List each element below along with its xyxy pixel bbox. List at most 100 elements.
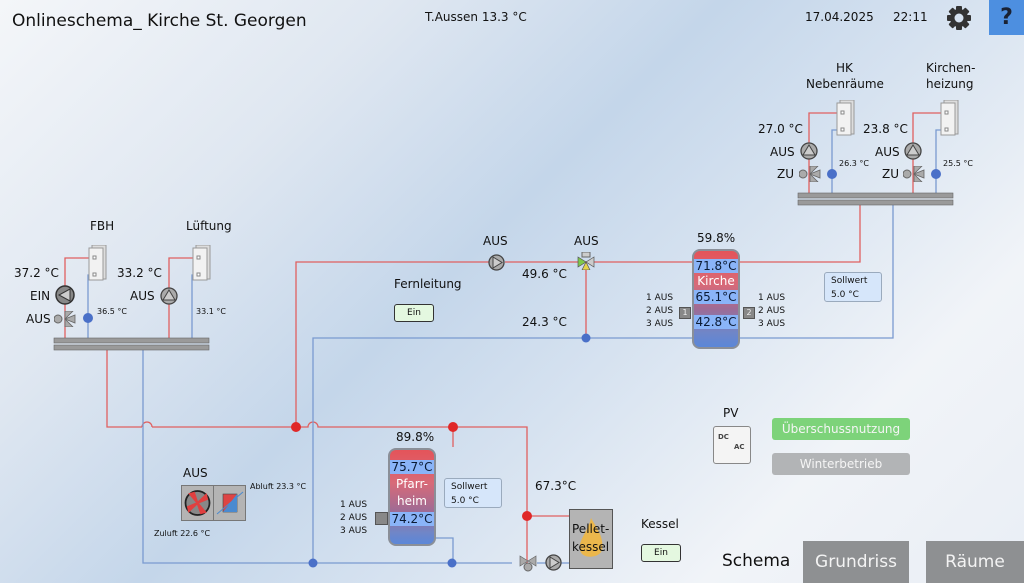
hk-nebenraeume-label-1: HK: [836, 61, 853, 75]
radiator-icon: [940, 99, 960, 140]
tank-kirche-percent: 59.8%: [697, 231, 736, 245]
nav-schema[interactable]: Schema: [722, 551, 791, 571]
boiler-label: Kessel: [641, 517, 679, 531]
setpoint-label: Sollwert: [831, 276, 868, 286]
heater-state: 2 AUS: [646, 306, 674, 316]
tank-kirche-setpoint[interactable]: Sollwert 5.0 °C: [824, 272, 882, 302]
pellet-boiler[interactable]: Pellet- kessel: [569, 509, 613, 569]
tank-pfarrheim-setpoint[interactable]: Sollwert 5.0 °C: [444, 478, 502, 508]
heater-state: 3 AUS: [758, 319, 786, 329]
heater-state: 3 AUS: [646, 319, 674, 329]
settings-button[interactable]: [944, 3, 974, 33]
winter-mode-button[interactable]: Winterbetrieb: [772, 453, 910, 475]
setpoint-value: 5.0 °C: [831, 290, 859, 300]
mixing-valve-icon[interactable]: [798, 165, 821, 186]
fernleitung-flow-temp: 49.6 °C: [522, 267, 567, 281]
fbh-label: FBH: [90, 219, 115, 233]
tank-pfarrheim-top-temp: 75.7°C: [390, 460, 434, 474]
pump-icon[interactable]: [55, 285, 75, 309]
tank-kirche-right-states: 1 AUS 2 AUS 3 AUS: [758, 292, 785, 331]
boiler-name-2: kessel: [572, 540, 610, 554]
inverter-dc-label: DC: [718, 433, 729, 441]
junction-dot: [291, 422, 301, 432]
pump-icon[interactable]: [904, 142, 922, 164]
pipe-supply-left: [106, 348, 142, 428]
heater-element-1: 1: [679, 307, 691, 319]
nav-grundriss-button[interactable]: Grundriss: [803, 541, 909, 583]
nav-raeume-button[interactable]: Räume: [926, 541, 1024, 583]
pump-icon[interactable]: [545, 554, 562, 575]
kirchenheizung-label-1: Kirchen-: [926, 61, 976, 75]
heat-exchanger-icon: [216, 491, 244, 515]
fernleitung-ein-button[interactable]: Ein: [394, 304, 434, 322]
kirchenheizung-label-2: heizung: [926, 77, 974, 91]
heater-state: 1 AUS: [646, 293, 674, 303]
setpoint-value: 5.0 °C: [451, 496, 479, 506]
three-way-valve-icon[interactable]: [519, 554, 537, 576]
pv-label: PV: [723, 406, 739, 420]
tank-kirche-mid-temp: 65.1°C: [694, 290, 738, 304]
heater-state: 3 AUS: [340, 526, 368, 536]
ventilation-supply: Zuluft 22.6 °C: [154, 529, 211, 538]
hk-nebenraeume-flow-temp: 27.0 °C: [758, 122, 803, 136]
ventilation-unit[interactable]: [181, 485, 247, 525]
fernleitung-valve-state: AUS: [574, 234, 599, 248]
kirchenheizung-valve-state: ZU: [882, 167, 900, 181]
radiator-icon: [192, 244, 212, 285]
fernleitung-pump-state: AUS: [483, 234, 508, 248]
buffer-tank-kirche: 71.8°C Kirche 65.1°C 42.8°C: [692, 249, 740, 349]
heater-state: 2 AUS: [340, 513, 368, 523]
three-way-valve-icon[interactable]: [577, 251, 595, 274]
lueftung-flow-temp: 33.2 °C: [117, 266, 162, 280]
time: 22:11: [893, 10, 928, 24]
ventilation-exhaust: Abluft 23.3 °C: [250, 482, 307, 491]
buffer-tank-pfarrheim: 75.7°C Pfarr- heim 74.2°C: [388, 448, 436, 546]
junction-dot: [308, 558, 318, 568]
fernleitung-return-temp: 24.3 °C: [522, 315, 567, 329]
manifold-left-return: [53, 344, 210, 351]
boiler-flow-temp: 67.3°C: [535, 479, 577, 493]
mixing-valve-icon[interactable]: [902, 165, 925, 186]
mixing-valve-icon[interactable]: [53, 310, 76, 331]
flame-icon: [579, 518, 603, 557]
tank-kirche-left-states: 1 AUS 2 AUS 3 AUS: [646, 292, 673, 331]
tank-pfarrheim-name-1: Pfarr-: [395, 477, 429, 491]
heater-element: [375, 512, 388, 525]
return-sensor-dot: [83, 313, 93, 323]
radiator-icon: [88, 244, 108, 285]
heater-state: 2 AUS: [758, 306, 786, 316]
tank-pfarrheim-bottom-temp: 74.2°C: [390, 512, 434, 526]
boiler-name-1: Pellet-: [572, 522, 610, 536]
hk-nebenraeume-return-temp: 26.3 °C: [839, 159, 869, 168]
heater-element-2: 2: [743, 307, 755, 319]
return-sensor-dot: [827, 169, 837, 179]
manifold-left-supply: [53, 337, 210, 344]
page-title: Onlineschema_ Kirche St. Georgen: [12, 11, 307, 31]
inverter-ac-label: AC: [734, 443, 745, 451]
pump-icon[interactable]: [800, 142, 818, 164]
fbh-valve-state: AUS: [26, 312, 51, 326]
setpoint-label: Sollwert: [451, 482, 488, 492]
pump-icon[interactable]: [488, 254, 505, 275]
manifold-right-return: [797, 199, 954, 206]
date: 17.04.2025: [805, 10, 874, 24]
lueftung-label: Lüftung: [186, 219, 232, 233]
tank-pfarrheim-percent: 89.8%: [396, 430, 435, 444]
boiler-ein-button[interactable]: Ein: [641, 544, 681, 562]
lueftung-return-temp: 33.1 °C: [196, 307, 226, 316]
gear-icon: [947, 6, 971, 30]
radiator-icon: [836, 99, 856, 140]
manifold-right-supply: [797, 192, 954, 199]
inverter-icon: DC AC: [713, 426, 751, 464]
tank-pfarrheim-left-states: 1 AUS 2 AUS 3 AUS: [340, 499, 367, 538]
surplus-usage-button[interactable]: Überschussnutzung: [772, 418, 910, 440]
fernleitung-label: Fernleitung: [394, 277, 462, 291]
heater-state: 1 AUS: [758, 293, 786, 303]
junction-dot: [522, 511, 532, 521]
tank-pfarrheim-name-2: heim: [396, 494, 427, 508]
lueftung-pump-state: AUS: [130, 289, 155, 303]
junction-dot: [448, 422, 458, 432]
help-button[interactable]: ?: [989, 0, 1024, 35]
pump-icon[interactable]: [160, 287, 178, 309]
